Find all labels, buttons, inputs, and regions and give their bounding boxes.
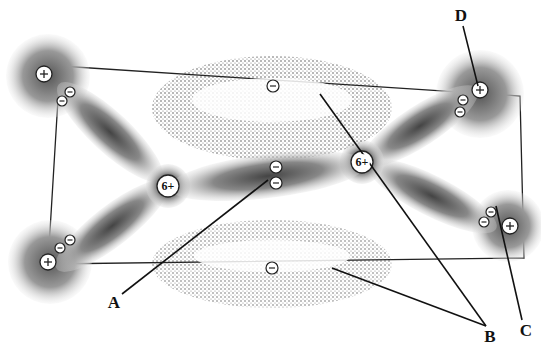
hydrogen-nucleus [36,66,518,270]
electron-symbols [55,80,496,274]
sigma-cc-bond [166,142,370,210]
pi-bond-lobes [152,56,392,308]
sigma-bond-lobes [45,70,506,285]
callout-letter: A [108,294,120,311]
callout-letter: D [455,7,467,24]
callout-letter: B [484,328,495,345]
nucleus-charge: 6+ [354,154,371,170]
leader-lines [122,26,522,326]
nucleus-charge: 6+ [160,178,177,194]
carbon-nucleus [351,151,373,173]
carbon-nucleus [157,175,179,197]
callout-letter: C [520,322,532,339]
